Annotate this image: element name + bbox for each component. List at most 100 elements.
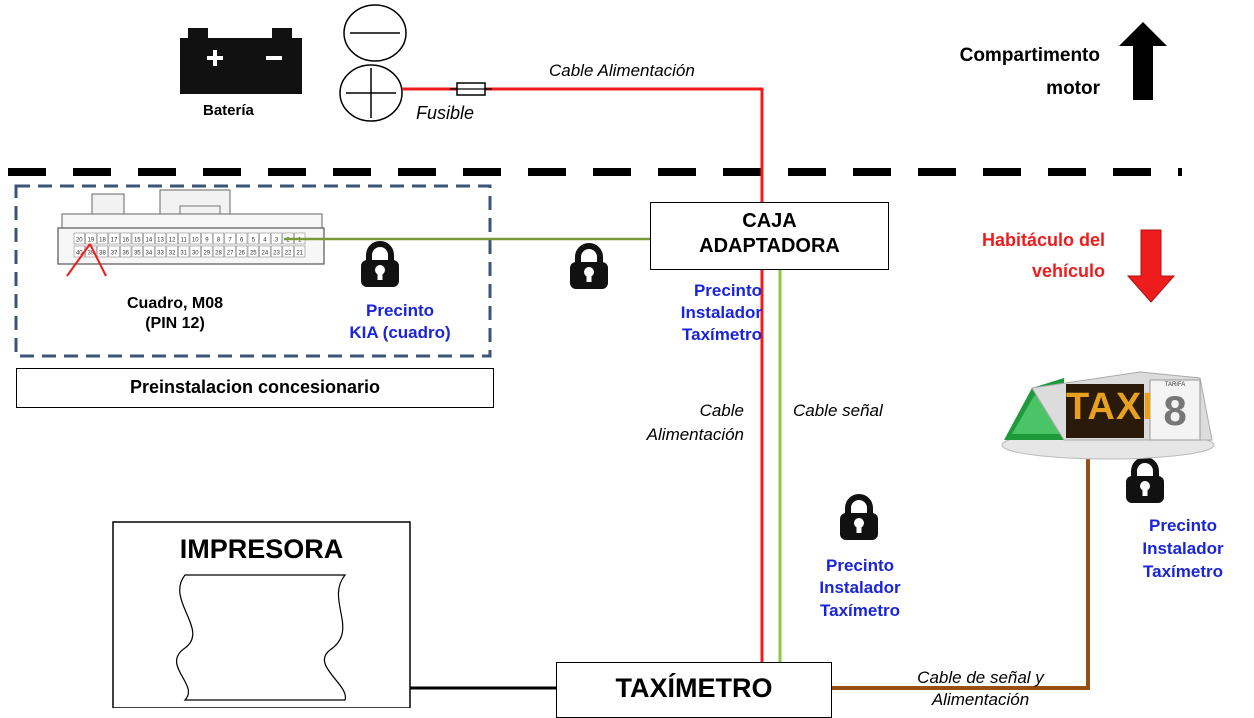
connector-pin-number: 23 [273, 251, 280, 257]
connector-pin [120, 245, 132, 258]
connector-pin-number: 2 [286, 238, 290, 244]
cable-power-top-label: Cable Alimentación [549, 61, 695, 80]
connector-pin-number: 35 [134, 251, 141, 257]
connector-pin [294, 245, 306, 258]
fuse-icon [450, 82, 492, 96]
connector-pin-number: 32 [169, 251, 176, 257]
connector-pin-number: 10 [192, 238, 199, 244]
padlock-adapter-icon [570, 246, 608, 289]
connector-pin [224, 245, 236, 258]
connector-pin [143, 245, 155, 258]
dealer-preinstall-label: Preinstalacion concesionario [129, 377, 381, 397]
seal-installer-c-label-1: Precinto [1148, 516, 1218, 535]
connector-pin [189, 232, 201, 245]
connector-pin-number: 31 [180, 251, 187, 257]
connector-pin [96, 245, 109, 258]
connector-pin-number: 8 [217, 238, 221, 244]
connector-pin [236, 232, 248, 245]
cable-power-mid-label-1: Cable [699, 401, 744, 420]
connector-pin-number: 7 [228, 238, 232, 244]
connector-pin-number: 38 [99, 251, 106, 257]
connector-pin-number: 6 [240, 238, 244, 244]
dealer-preinstall-area [14, 184, 492, 358]
connector-pin [247, 232, 259, 245]
connector-pin-number: 37 [111, 251, 118, 257]
connector-pin [73, 232, 85, 245]
seal-installer-c-label-2: Instalador [1142, 539, 1224, 558]
fuse-label: Fusible [416, 103, 475, 123]
connector-pin [224, 232, 236, 245]
taxi-light-cable [832, 450, 1090, 690]
connector-pin-number: 36 [122, 251, 129, 257]
arrow-down-icon [1126, 229, 1176, 303]
connector-pin [247, 245, 259, 258]
taximeter-box: TAXÍMETRO [556, 662, 832, 718]
connector-pin-number: 30 [192, 251, 199, 257]
connector-pin-number: 9 [205, 238, 209, 244]
connector-pin [108, 245, 120, 258]
padlock-taxi-light-icon [1126, 460, 1164, 503]
connector-pin [212, 245, 225, 258]
connector-pin-number: 5 [252, 238, 256, 244]
cable-signal-power-label-1: Cable de señal y [917, 668, 1044, 687]
seal-installer-b-label-1: Precinto [825, 556, 895, 575]
connector-pin-number: 3 [275, 238, 279, 244]
connector-pin [282, 245, 294, 258]
connector-pin [189, 245, 201, 258]
connector-pin [166, 232, 178, 245]
connector-pin-number: 22 [285, 251, 292, 257]
seal-installer-b-label-3: Taxímetro [820, 601, 900, 620]
negative-terminal-icon [343, 4, 407, 62]
connector-pin [236, 245, 248, 258]
connector-pin-number: 18 [99, 238, 106, 244]
seal-installer-a-label-1: Precinto [693, 281, 762, 300]
connector-pin-number: 33 [157, 251, 164, 257]
connector-pin-number: 12 [169, 238, 176, 244]
connector-pin [154, 245, 167, 258]
cable-signal-label: Cable señal [793, 401, 883, 420]
padlock-kia-icon [361, 244, 399, 287]
seal-kia-label-1: Precinto [365, 301, 435, 320]
seal-installer-c-label-3: Taxímetro [1143, 562, 1223, 581]
connector-pin [178, 232, 190, 245]
connector-pin [166, 245, 178, 258]
connector-pin-number: 17 [111, 238, 118, 244]
power-cable-top [402, 87, 764, 202]
positive-terminal-icon [339, 64, 403, 122]
connector-pin [201, 245, 213, 258]
cabin-label-1: Habitáculo del [981, 230, 1105, 250]
connector-pin-number: 24 [262, 251, 269, 257]
cabin-label-2: vehículo [1031, 261, 1105, 281]
printer-label: IMPRESORA [179, 534, 344, 564]
connector-pin-number: 1 [298, 238, 302, 244]
connector-pin [201, 232, 213, 245]
connector-pin [131, 245, 143, 258]
connector-pin [178, 245, 190, 258]
connector-pin [96, 232, 109, 245]
seal-installer-b-label-2: Instalador [819, 578, 901, 597]
connector-pin-number: 39 [88, 251, 95, 257]
connector-pin-number: 15 [134, 238, 141, 244]
adapter-box-label-1: CAJA [742, 210, 797, 232]
adapter-box: CAJA ADAPTADORA [650, 202, 889, 270]
dashboard-label-2: (PIN 12) [145, 315, 205, 332]
connector-pin [212, 232, 225, 245]
engine-compartment-label-2: motor [1046, 78, 1100, 99]
adapter-box-label-2: ADAPTADORA [699, 235, 840, 257]
taxi-light-icon [1001, 371, 1215, 460]
taxi-sign-label: TAXI [1066, 386, 1154, 428]
connector-pin-number: 19 [88, 238, 95, 244]
engine-compartment-label-1: Compartimento [959, 45, 1100, 66]
seal-kia-label-2: KIA (cuadro) [349, 323, 451, 342]
connector-pin [131, 232, 143, 245]
arrow-up-icon [1119, 22, 1167, 100]
pin-marker-left [66, 243, 91, 277]
cable-signal-power-label-2: Alimentación [931, 690, 1030, 709]
connector-pin-number: 25 [250, 251, 257, 257]
connector-pin [270, 245, 283, 258]
connector-pin [259, 245, 271, 258]
battery-icon [180, 28, 302, 94]
connector-pin [120, 232, 132, 245]
seal-installer-a-label-2: Instalador [680, 303, 762, 322]
